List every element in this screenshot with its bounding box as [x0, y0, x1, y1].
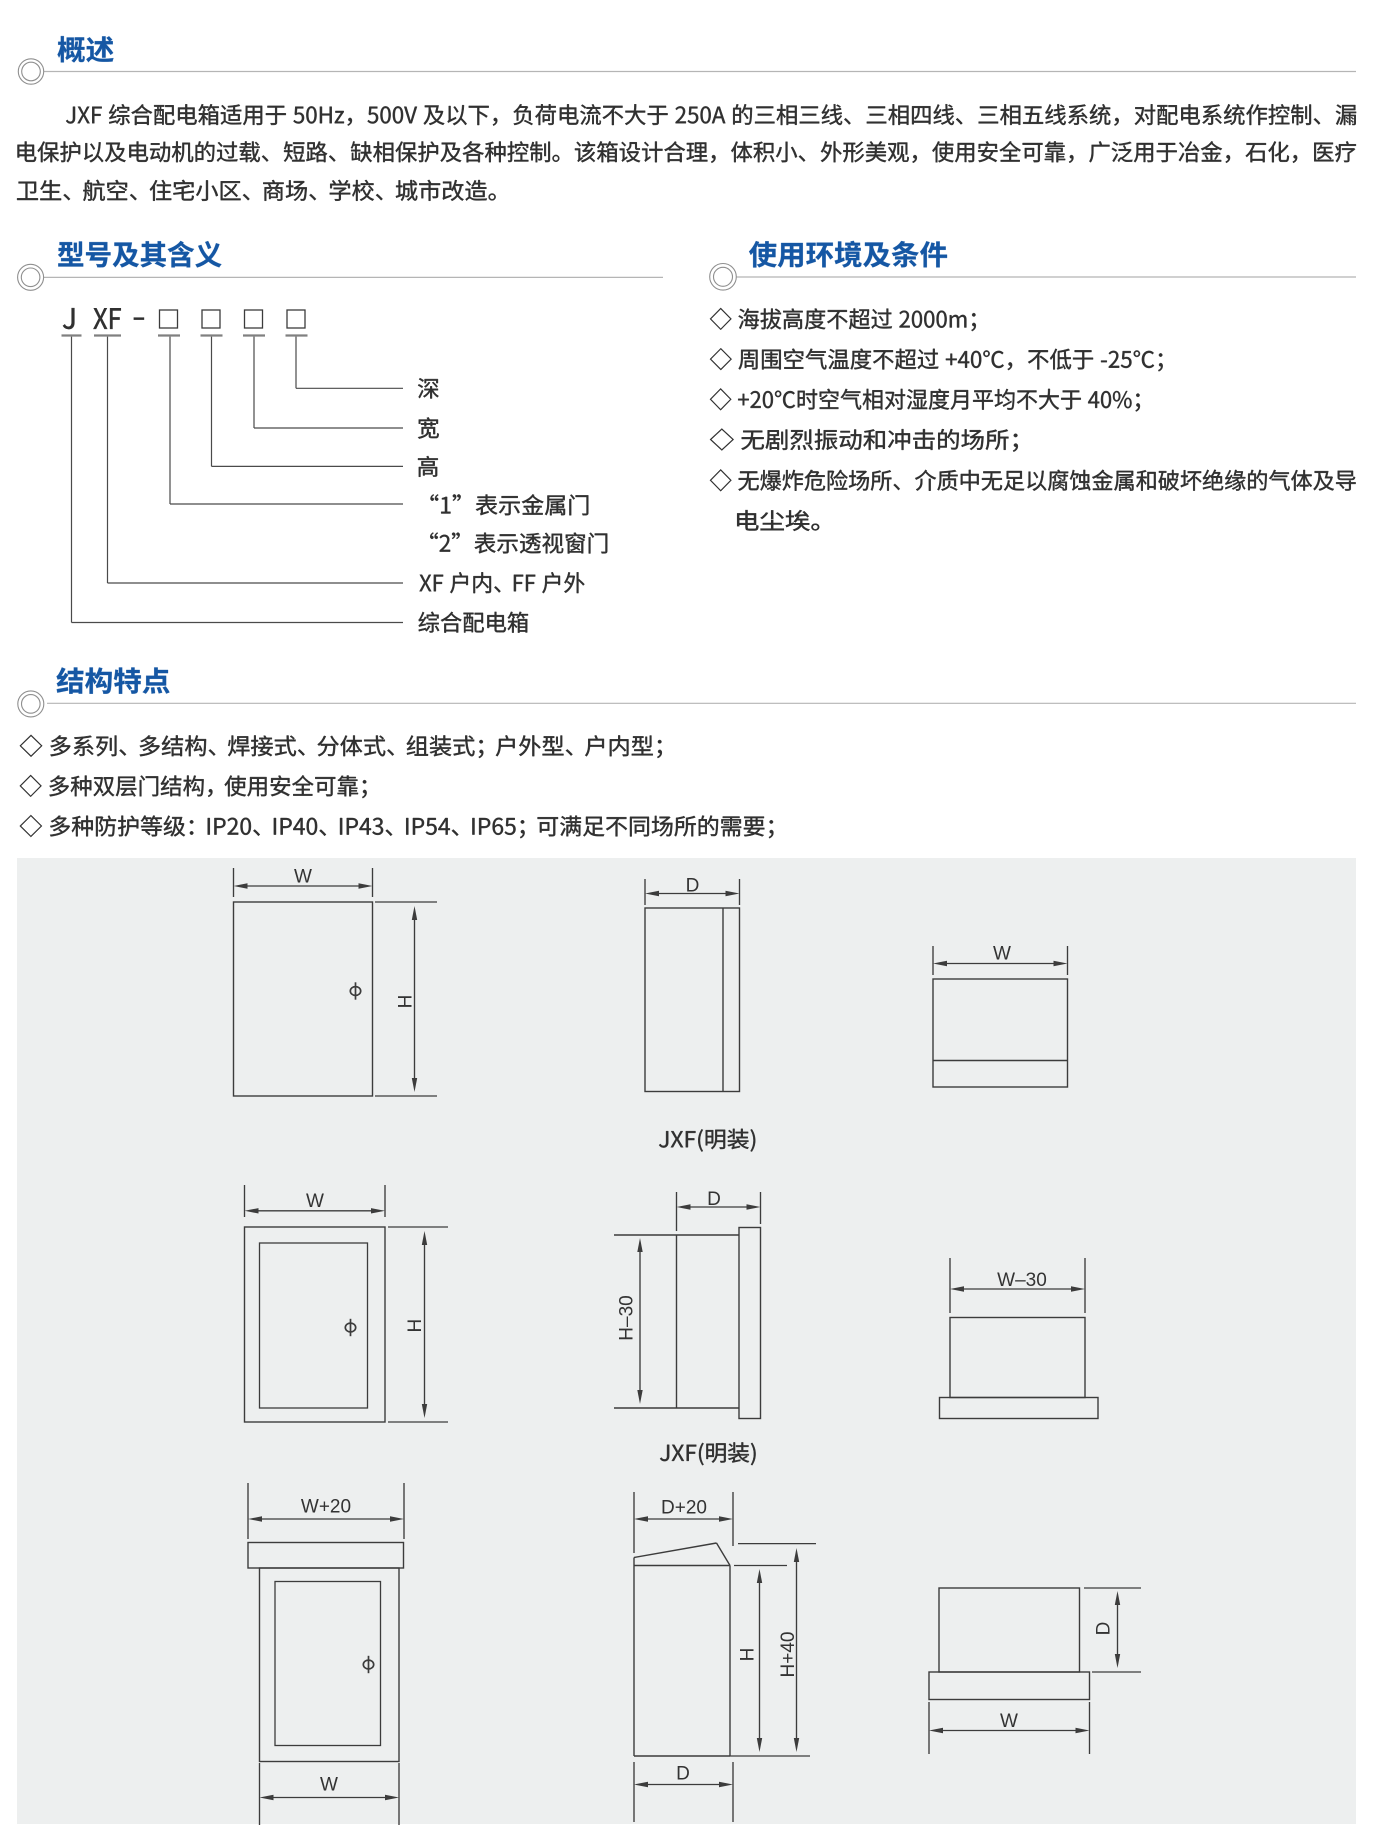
svg-text:H: H [738, 1648, 759, 1662]
svg-text:D: D [707, 1189, 721, 1210]
svg-text:D+20: D+20 [661, 1498, 707, 1519]
svg-text:W: W [306, 1191, 324, 1212]
svg-text:W: W [320, 1775, 338, 1796]
svg-text:H: H [405, 1319, 426, 1333]
svg-text:D: D [1094, 1622, 1115, 1636]
svg-text:D: D [686, 876, 700, 897]
svg-text:H+40: H+40 [778, 1632, 799, 1678]
svg-text:W: W [1000, 1711, 1018, 1732]
svg-text:W: W [993, 944, 1011, 965]
svg-text:H: H [395, 995, 416, 1009]
svg-text:D: D [676, 1764, 690, 1785]
svg-text:W–30: W–30 [997, 1270, 1047, 1291]
svg-text:W+20: W+20 [301, 1497, 351, 1518]
svg-text:H–30: H–30 [617, 1295, 638, 1340]
svg-text:W: W [294, 867, 312, 888]
